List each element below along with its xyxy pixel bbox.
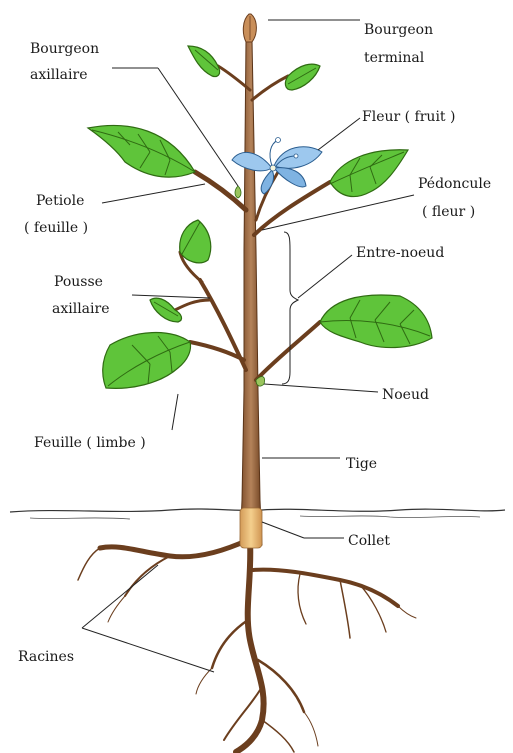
leaf-top-right <box>285 64 320 90</box>
axillary-bud <box>235 186 241 198</box>
label-bourgeon-axillaire-2: axillaire <box>30 67 87 83</box>
label-fleur: Fleur ( fruit ) <box>362 109 455 125</box>
leaf-axillary-top <box>180 220 211 263</box>
label-pousse-1: Pousse <box>54 274 103 290</box>
label-feuille-limbe: Feuille ( limbe ) <box>34 435 146 451</box>
label-tige: Tige <box>346 456 377 472</box>
label-pedoncule-1: Pédoncule <box>418 176 491 192</box>
leaf-upper-left <box>88 125 195 177</box>
label-entre-noeud: Entre-noeud <box>356 245 444 261</box>
label-pedoncule-2: ( fleur ) <box>422 204 475 220</box>
collar <box>240 508 262 548</box>
terminal-bud <box>243 14 256 42</box>
label-noeud: Noeud <box>382 387 429 403</box>
leaf-right-mid <box>330 150 408 197</box>
label-racines: Racines <box>18 649 74 665</box>
internode-brace <box>282 232 298 384</box>
label-petiole-2: ( feuille ) <box>24 220 88 236</box>
label-bourgeon-terminal-2: terminal <box>364 50 425 66</box>
roots <box>78 540 416 752</box>
leaf-top-left <box>188 46 220 77</box>
leaf-left-lower <box>103 333 191 389</box>
main-stem <box>240 40 262 548</box>
label-pousse-2: axillaire <box>52 301 109 317</box>
leaf-right-lower <box>320 295 432 348</box>
label-bourgeon-axillaire-1: Bourgeon <box>30 41 99 57</box>
label-petiole-1: Petiole <box>36 193 84 209</box>
label-bourgeon-terminal-1: Bourgeon <box>364 22 433 38</box>
label-collet: Collet <box>348 533 390 549</box>
